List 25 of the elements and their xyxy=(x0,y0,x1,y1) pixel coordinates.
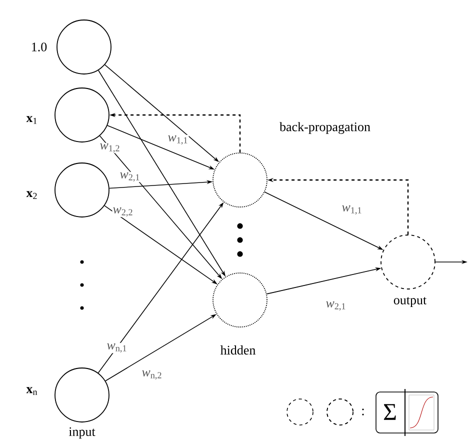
weight-label: w$_{1,2}$ xyxy=(99,142,121,154)
node-label: x$_{2}$ xyxy=(26,191,37,199)
neuron-circle xyxy=(380,234,436,290)
neuron-circle xyxy=(54,162,110,218)
weight-label: w$_{2,1}$ xyxy=(325,300,347,312)
neuron-circle xyxy=(212,152,268,208)
neuron-circle xyxy=(56,20,112,74)
weight-label: w$_{2,2}$ xyxy=(112,206,134,218)
node-label: hidden xyxy=(220,345,256,355)
node-label: x$_{n}$ xyxy=(26,387,38,395)
neuron-circle xyxy=(212,272,268,328)
node-label: x$_{1}$ xyxy=(26,116,37,124)
section-label: back-propagation xyxy=(280,122,370,134)
neuron-circle xyxy=(54,88,110,142)
neuron-circle xyxy=(54,368,110,422)
weight-label: w$_{1,1}$ xyxy=(167,134,189,146)
node-label: output xyxy=(394,296,427,308)
node-label: input xyxy=(68,427,96,439)
weight-label: w$_{2,1}$ xyxy=(119,172,141,182)
weight-label: w$_{1,1}$ xyxy=(341,204,363,216)
legend-colon: : xyxy=(362,408,364,416)
weight-label: w$_{n,2}$ xyxy=(141,370,163,380)
sum-symbol: Σ xyxy=(384,404,396,420)
weight-label: w$_{n,1}$ xyxy=(106,342,128,354)
node-label: 1.0 xyxy=(32,42,47,52)
